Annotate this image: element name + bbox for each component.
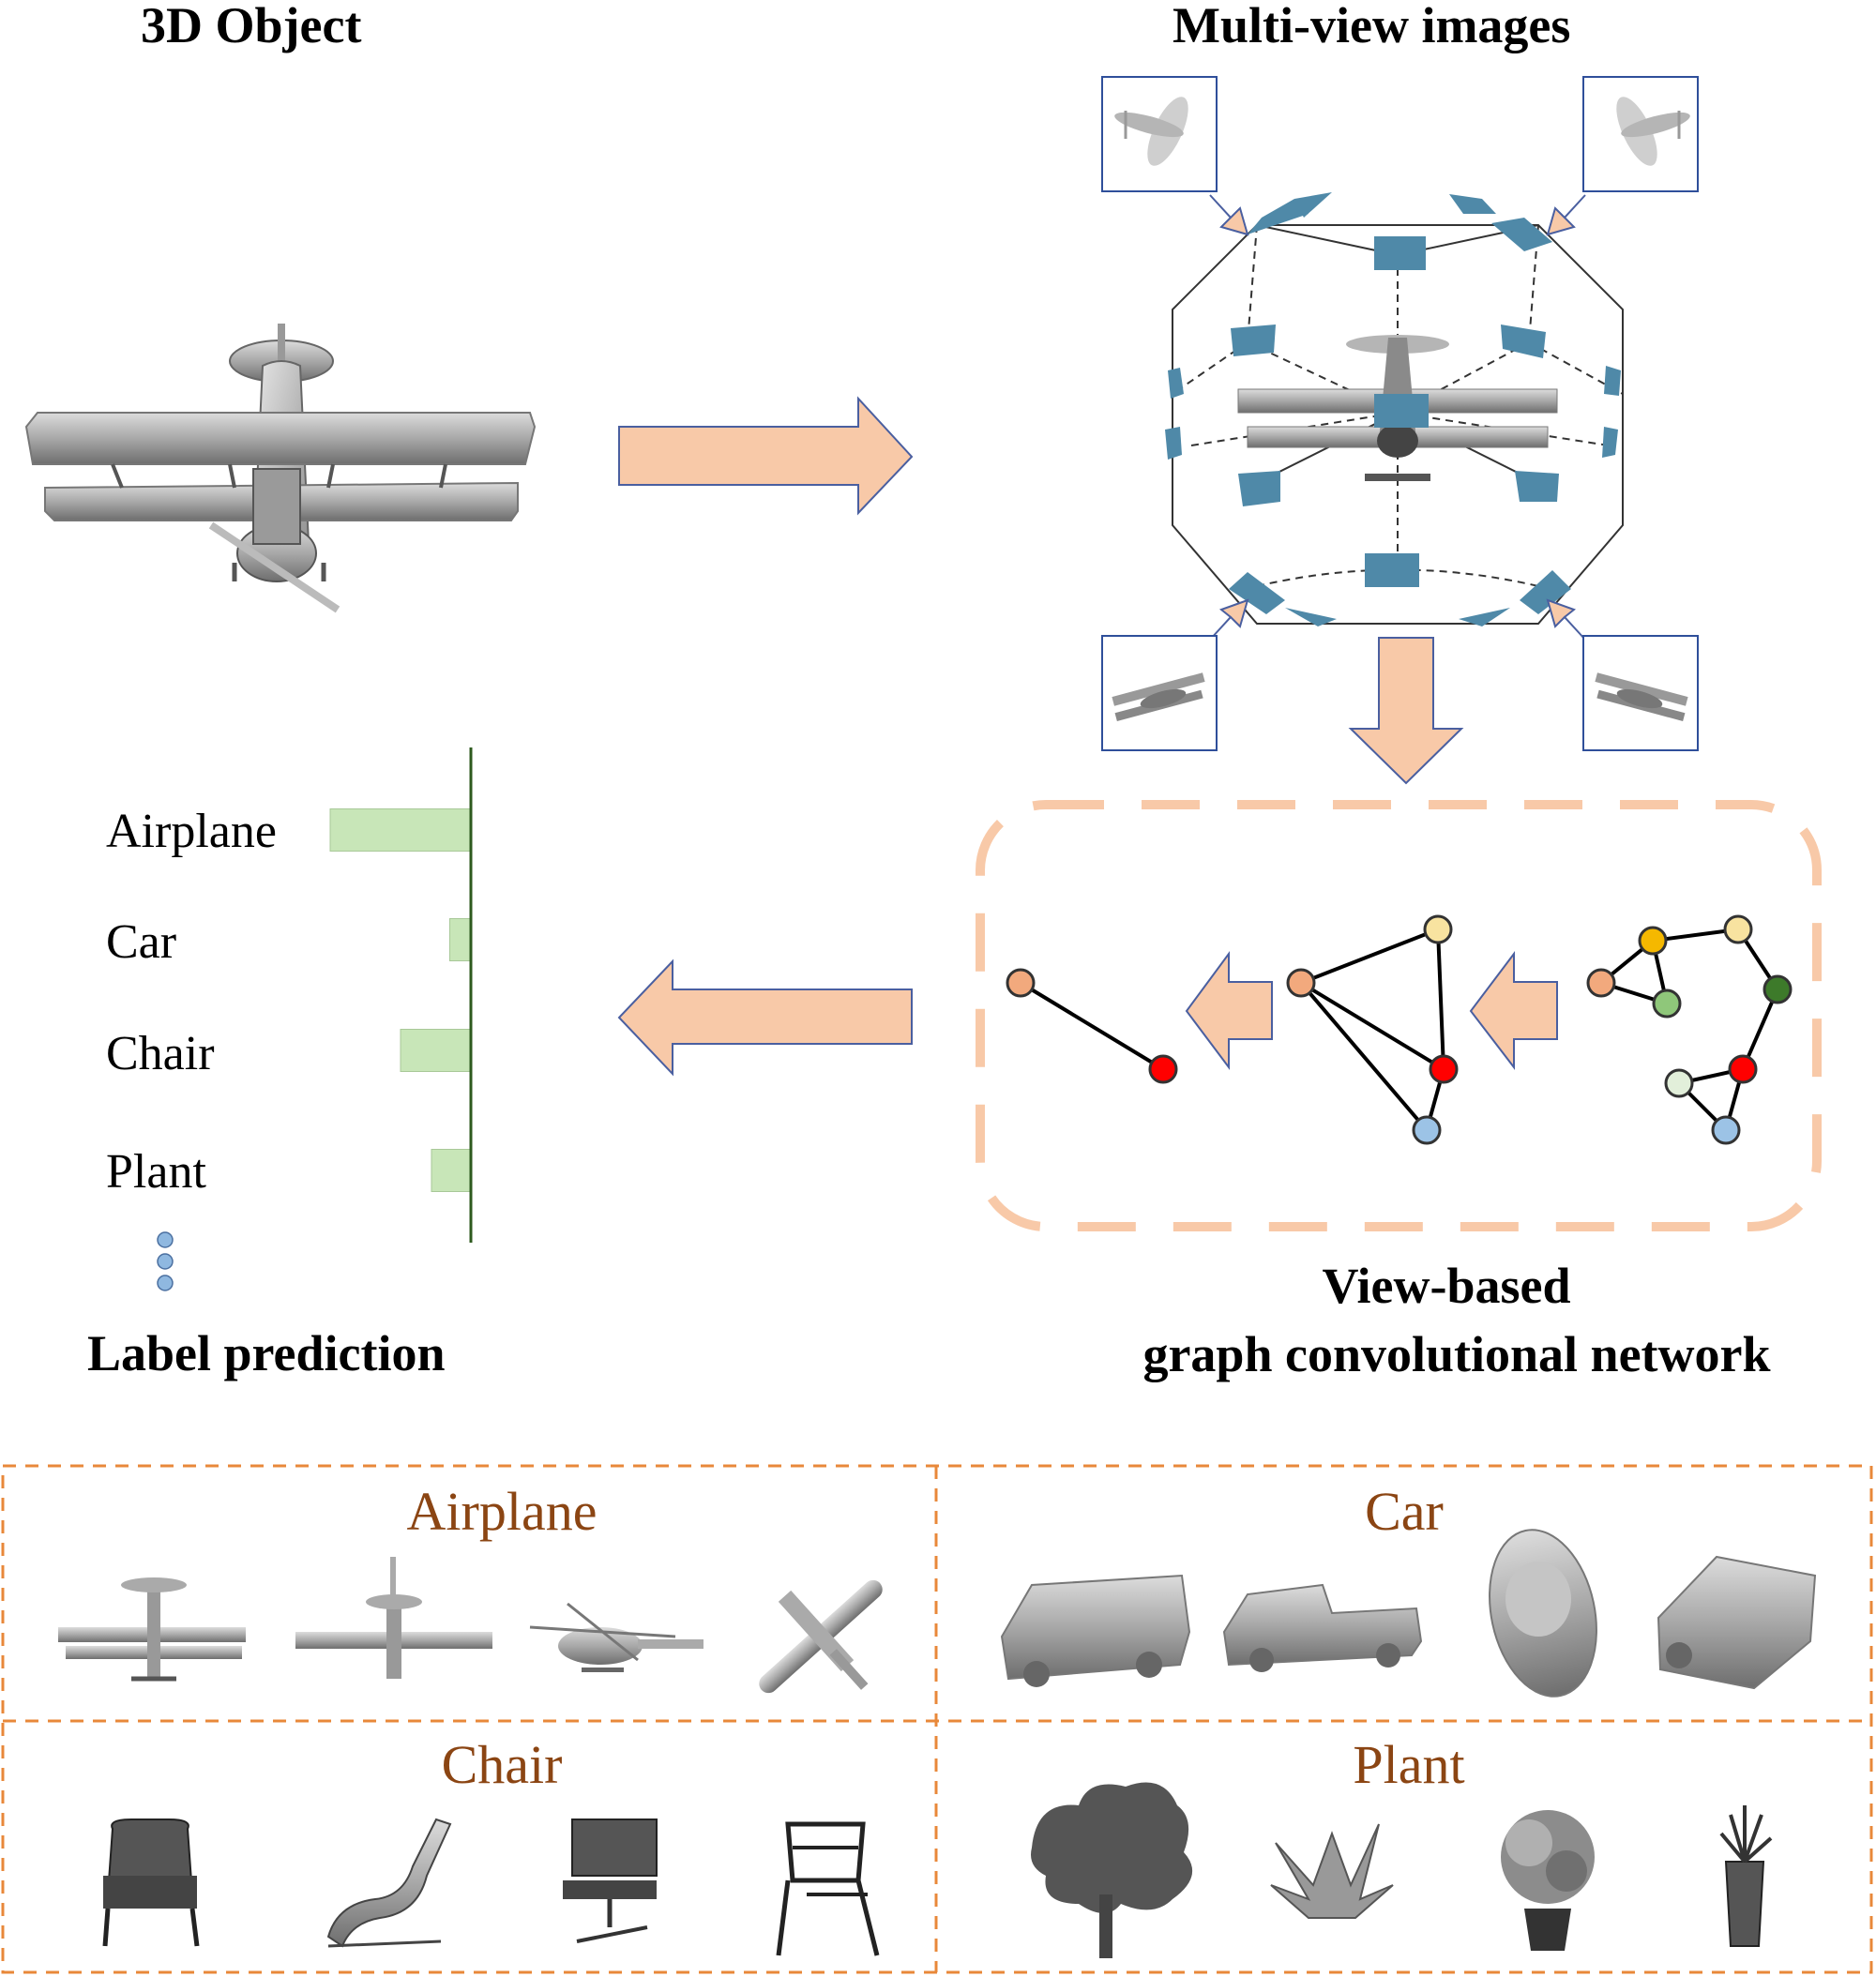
plant-example-bush — [1270, 1823, 1394, 1919]
view-thumbnail-top-right — [1582, 76, 1699, 192]
plant-example-potted — [1501, 1810, 1595, 1951]
view-thumbnail-bottom-right — [1582, 635, 1699, 751]
prediction-bar-car — [449, 918, 472, 961]
car-example-pickup — [1222, 1583, 1423, 1672]
chair-example-folding — [776, 1821, 880, 1956]
chair-examples — [102, 1818, 880, 1956]
gcn-dashed-box — [976, 800, 1822, 1231]
chair-example-armchair — [102, 1819, 200, 1947]
category-title-chair: Chair — [441, 1734, 563, 1795]
category-title-car: Car — [1365, 1481, 1444, 1542]
category-title-plant: Plant — [1353, 1734, 1465, 1795]
car-example-suv — [1657, 1555, 1817, 1690]
prediction-label-airplane: Airplane — [106, 805, 277, 858]
graph-stage-1 — [1006, 968, 1178, 1084]
arrow-to-multiview — [618, 396, 914, 516]
category-grid — [1, 1464, 1873, 1974]
title-multiview-images: Multi-view images — [1172, 0, 1571, 53]
view-thumbnail-bottom-left — [1101, 635, 1218, 751]
prediction-label-plant: Plant — [106, 1145, 206, 1199]
title-gcn-line2: graph convolutional network — [1142, 1326, 1771, 1382]
title-label-prediction: Label prediction — [87, 1325, 446, 1381]
arrow-to-prediction — [617, 958, 913, 1077]
airplane-example-monoplane — [295, 1557, 492, 1679]
prediction-label-car: Car — [106, 915, 177, 969]
multiview-sphere — [1165, 192, 1624, 641]
title-3d-object: 3D Object — [141, 0, 362, 53]
airplane-example-airliner — [759, 1579, 883, 1694]
graph-stage-3 — [1586, 914, 1793, 1145]
prediction-bar-plant — [431, 1149, 472, 1192]
biplane-3d-object — [24, 324, 537, 613]
car-example-beetle — [1489, 1529, 1597, 1698]
plant-example-tree — [1031, 1782, 1193, 1958]
view-thumbnail-top-left — [1101, 76, 1218, 192]
airplane-example-biplane — [58, 1577, 246, 1682]
prediction-bar-chair — [400, 1029, 472, 1072]
airplane-examples — [58, 1557, 883, 1694]
car-examples — [1000, 1529, 1817, 1698]
prediction-bar-airplane — [329, 808, 472, 852]
prediction-bar-chart — [329, 808, 472, 1192]
chair-example-lounge — [326, 1818, 452, 1948]
gcn-arrow-1 — [1185, 950, 1273, 1070]
prediction-ellipsis — [157, 1231, 174, 1291]
car-example-van — [1000, 1574, 1191, 1687]
title-gcn-line1: View-based — [1322, 1258, 1571, 1314]
gcn-arrow-2 — [1469, 951, 1558, 1070]
chair-example-office — [563, 1819, 658, 1943]
airplane-example-helicopter — [529, 1602, 704, 1672]
graph-stage-2 — [1286, 914, 1459, 1145]
category-title-airplane: Airplane — [406, 1481, 598, 1542]
plant-examples — [1031, 1782, 1773, 1958]
plant-example-tall-pot — [1719, 1805, 1773, 1947]
arrow-to-gcn — [1348, 637, 1464, 785]
prediction-label-chair: Chair — [106, 1027, 215, 1080]
